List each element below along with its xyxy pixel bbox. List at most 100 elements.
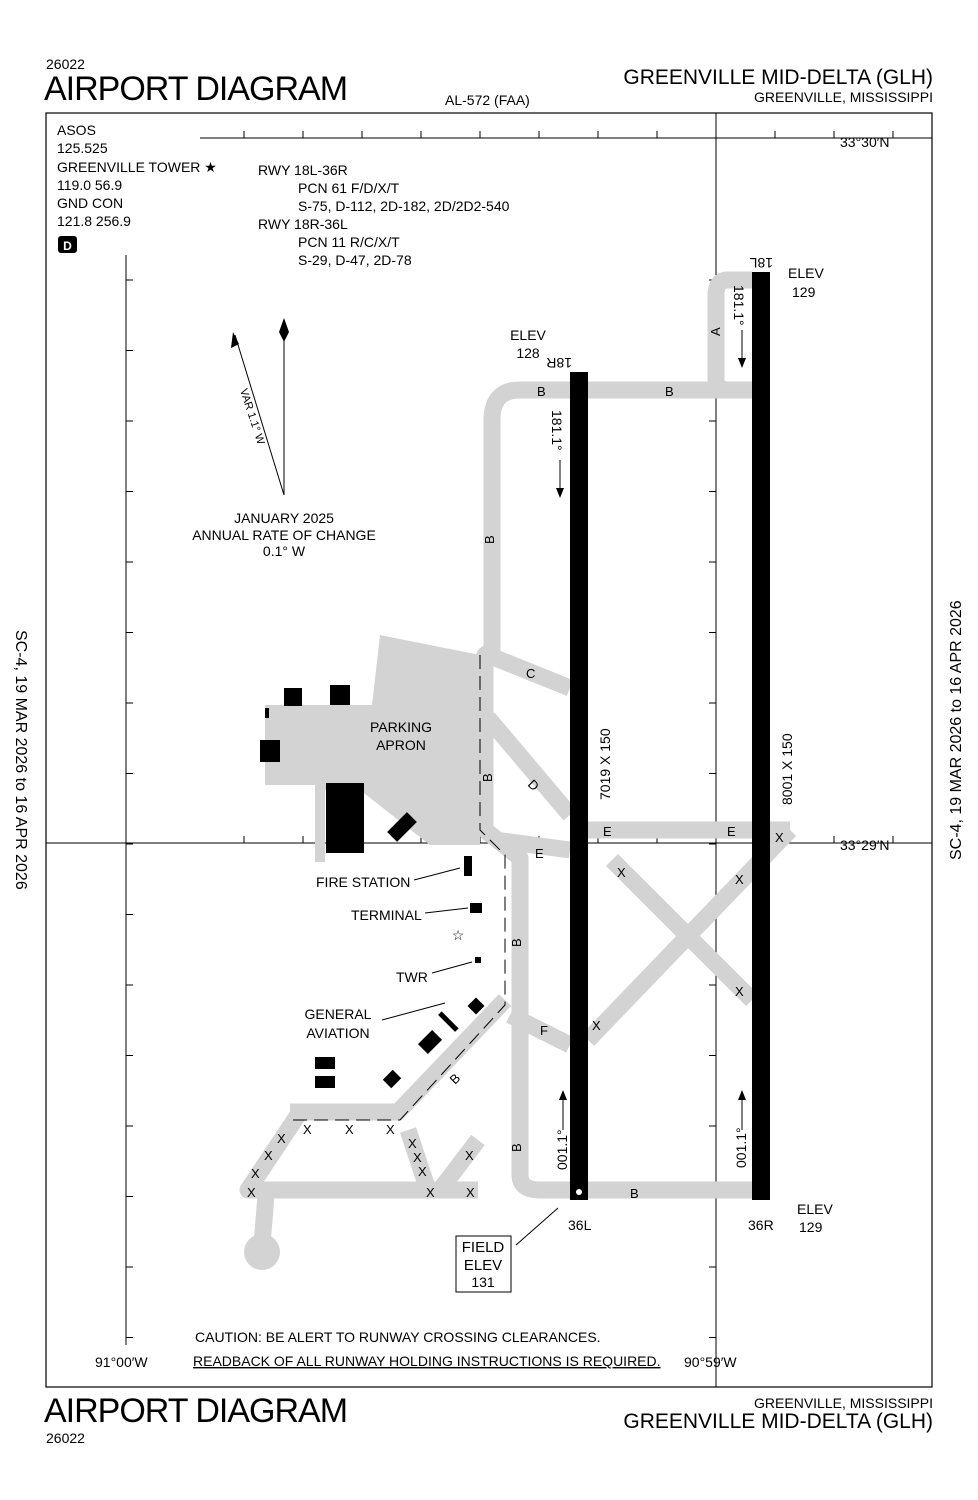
field-elev-label-2: ELEV bbox=[464, 1257, 502, 1274]
buildings bbox=[260, 685, 485, 1089]
taxiway-b-label: B bbox=[480, 773, 495, 782]
svg-text:X: X bbox=[247, 1185, 256, 1200]
lat-south: 33°29′N bbox=[840, 837, 889, 853]
elev-18l-label: ELEV bbox=[788, 265, 824, 281]
rwy1-pcn: PCN 61 F/D/X/T bbox=[298, 180, 400, 196]
terminal bbox=[470, 903, 482, 913]
taxiway-b-label: B bbox=[447, 1070, 464, 1087]
rwy-18l-dims: 8001 X 150 bbox=[779, 733, 795, 805]
magvar-rate: 0.1° W bbox=[263, 543, 306, 559]
taxiway-c-label: C bbox=[526, 666, 535, 681]
apron-label-1: PARKING bbox=[370, 719, 432, 735]
rwy2-pcn: PCN 11 R/C/X/T bbox=[298, 234, 400, 250]
caution-note: CAUTION: BE ALERT TO RUNWAY CROSSING CLE… bbox=[195, 1329, 601, 1345]
svg-text:X: X bbox=[418, 1164, 427, 1179]
d-badge-text: D bbox=[63, 239, 72, 253]
taxilane-centerline bbox=[290, 655, 506, 1121]
svg-text:X: X bbox=[408, 1136, 417, 1151]
elev-36r-label: ELEV bbox=[797, 1201, 833, 1217]
ga-label-2: AVIATION bbox=[306, 1025, 369, 1041]
rwy-36r-label: 36R bbox=[748, 1217, 774, 1233]
svg-text:X: X bbox=[277, 1131, 286, 1146]
svg-text:X: X bbox=[264, 1148, 273, 1163]
field-elev-label-1: FIELD bbox=[462, 1239, 505, 1256]
footer-airport-name: GREENVILLE MID-DELTA (GLH) bbox=[623, 1410, 933, 1433]
tower-star-icon: ☆ bbox=[452, 927, 465, 943]
svg-text:X: X bbox=[345, 1122, 354, 1137]
taxiway-e-label: E bbox=[603, 824, 612, 839]
airport-name: GREENVILLE MID-DELTA (GLH) bbox=[623, 66, 933, 89]
airport-city: GREENVILLE, MISSISSIPPI bbox=[754, 89, 933, 105]
ga-label-1: GENERAL bbox=[305, 1006, 372, 1022]
mag-var: VAR 1.1° W bbox=[237, 387, 267, 446]
taxiway-b-label: B bbox=[630, 1186, 639, 1201]
svg-text:X: X bbox=[303, 1122, 312, 1137]
d-atis-badge bbox=[58, 236, 77, 253]
runway-18r-36l[interactable] bbox=[570, 372, 588, 1200]
svg-text:X: X bbox=[413, 1150, 422, 1165]
lon-east: 90°59′W bbox=[684, 1354, 737, 1370]
asos-label: ASOS bbox=[57, 122, 96, 138]
svg-text:X: X bbox=[775, 830, 784, 845]
taxiway-e-label: E bbox=[535, 846, 544, 861]
elev-36r: 129 bbox=[799, 1219, 823, 1235]
rwy-18l-heading: 181.1° bbox=[731, 285, 747, 326]
svg-text:X: X bbox=[592, 1018, 601, 1033]
turnaround-pad bbox=[244, 1234, 280, 1270]
rwy-36l-label: 36L bbox=[568, 1217, 592, 1233]
taxiway-b-label: B bbox=[537, 384, 546, 399]
ground-label: GND CON bbox=[57, 195, 123, 211]
procedure-number: AL-572 (FAA) bbox=[445, 92, 530, 108]
taxiway-e-label: E bbox=[727, 824, 736, 839]
rwy-36r-heading: 001.1° bbox=[733, 1127, 749, 1168]
apron-label-2: APRON bbox=[376, 737, 426, 753]
tower-label: GREENVILLE TOWER ★ bbox=[57, 159, 217, 175]
ground-frequency: 121.8 256.9 bbox=[57, 213, 131, 229]
taxiway-b-label: B bbox=[482, 535, 497, 544]
svg-text:X: X bbox=[735, 872, 744, 887]
taxiway-a-label: A bbox=[708, 327, 723, 336]
svg-text:X: X bbox=[251, 1166, 260, 1181]
elev-18r-label: ELEV bbox=[510, 327, 546, 343]
rwy2-weights: S-29, D-47, 2D-78 bbox=[298, 252, 412, 268]
svg-text:X: X bbox=[466, 1185, 475, 1200]
runway-18l-36r[interactable] bbox=[752, 272, 770, 1200]
tower-frequency: 119.0 56.9 bbox=[57, 177, 122, 193]
chart-title: AIRPORT DIAGRAM bbox=[44, 70, 348, 108]
chart-frame bbox=[45, 112, 933, 1388]
rwy2-label: RWY 18R-36L bbox=[258, 216, 348, 232]
taxiway-b-label: B bbox=[665, 384, 674, 399]
field-elev-value: 131 bbox=[471, 1274, 495, 1290]
rwy-18r-dims: 7019 X 150 bbox=[597, 728, 613, 800]
field-elev-box bbox=[455, 1235, 512, 1293]
asos-frequency: 125.525 bbox=[57, 140, 108, 156]
terminal-label: TERMINAL bbox=[351, 907, 422, 923]
taxiway-b-label: B bbox=[509, 1143, 524, 1152]
elev-18r: 128 bbox=[516, 345, 540, 361]
field-elev-point bbox=[576, 1189, 582, 1195]
fire-station bbox=[464, 856, 472, 876]
lat-north: 33°30′N bbox=[840, 134, 889, 150]
rwy1-label: RWY 18L-36R bbox=[258, 162, 348, 178]
magvar-date: JANUARY 2025 bbox=[234, 510, 334, 526]
chart-number: 26022 bbox=[46, 56, 85, 72]
taxiway-b-label: B bbox=[509, 938, 524, 947]
tower bbox=[475, 957, 481, 963]
rwy1-weights: S-75, D-112, 2D-182, 2D/2D2-540 bbox=[298, 198, 510, 214]
magnetic-north-arrow-icon bbox=[231, 332, 239, 348]
elev-18l: 129 bbox=[792, 284, 816, 300]
true-north-arrow-icon bbox=[279, 318, 289, 342]
rwy-18r-heading: 181.1° bbox=[549, 410, 565, 451]
footer-title: AIRPORT DIAGRAM bbox=[44, 1392, 348, 1430]
svg-text:X: X bbox=[735, 984, 744, 999]
svg-text:X: X bbox=[465, 1148, 474, 1163]
rwy-18r-label: 18R bbox=[546, 355, 572, 371]
parking-apron bbox=[265, 635, 480, 862]
heading-arrows bbox=[556, 358, 746, 1100]
footer-chart-number: 26022 bbox=[46, 1430, 85, 1446]
readback-note: READBACK OF ALL RUNWAY HOLDING INSTRUCTI… bbox=[193, 1353, 661, 1369]
taxiway-f-label: F bbox=[540, 1023, 548, 1038]
